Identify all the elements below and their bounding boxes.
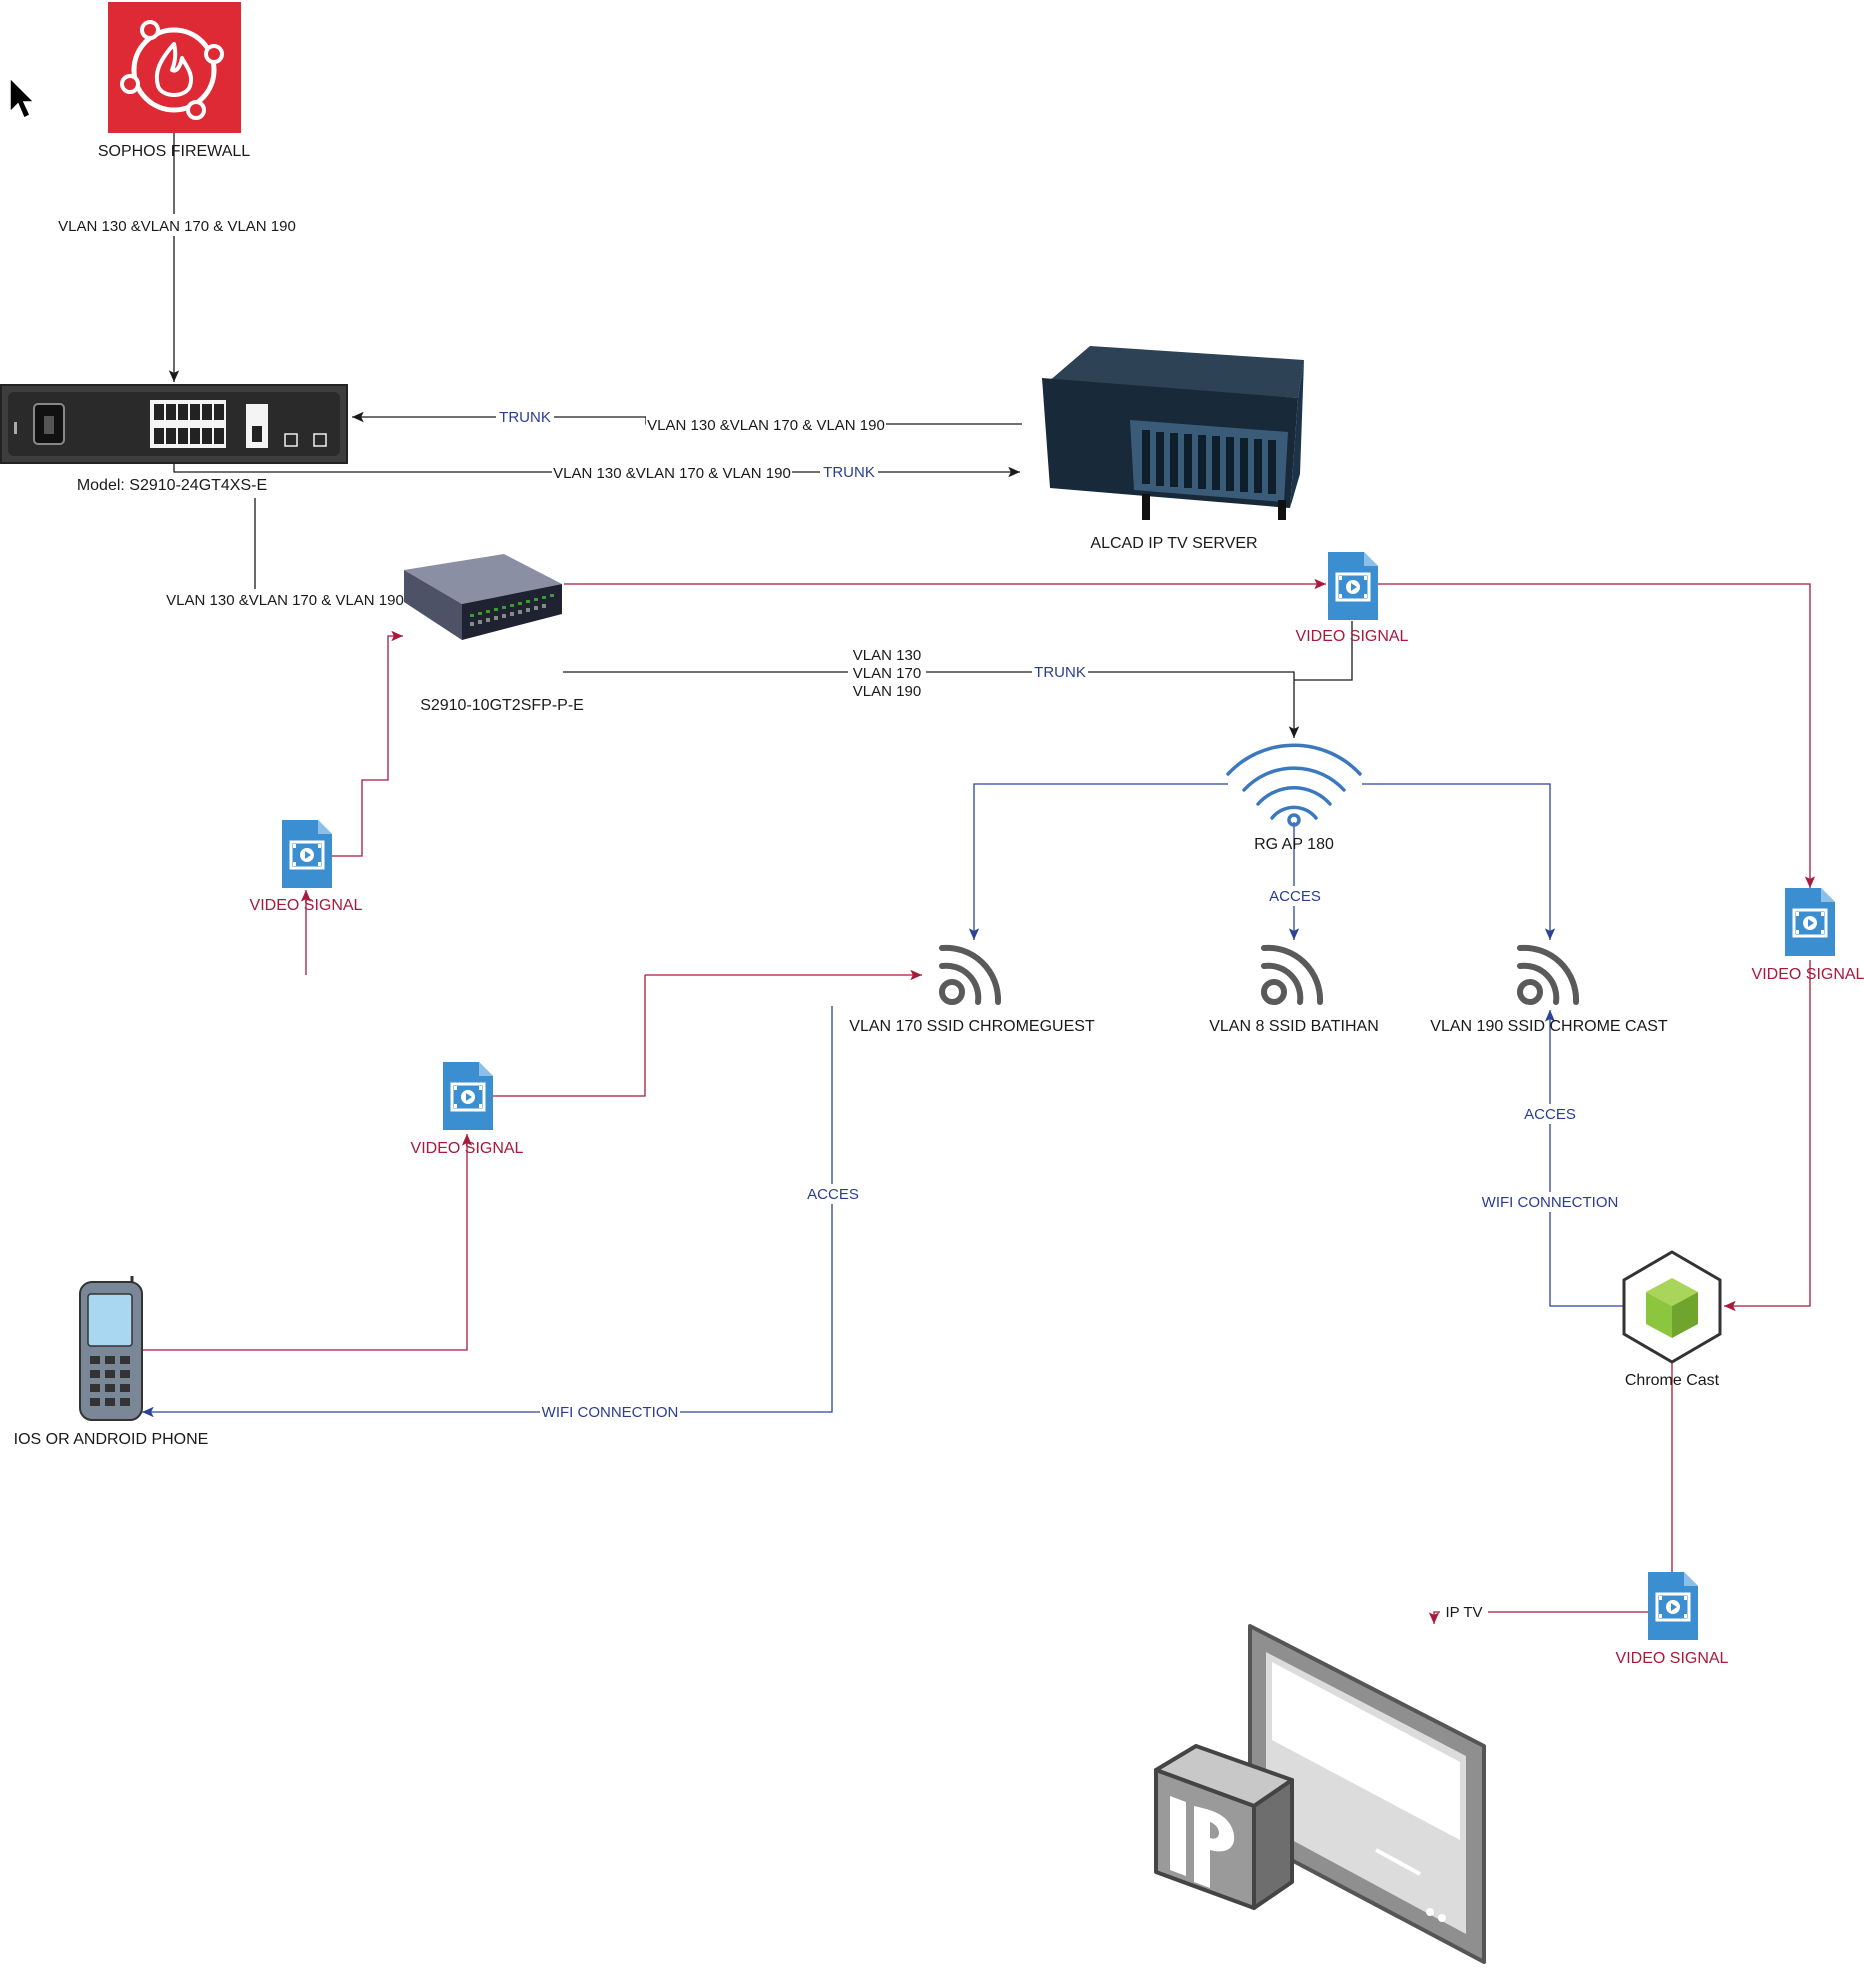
core-switch-icon bbox=[0, 384, 348, 464]
svg-text:VIDEO SIGNAL: VIDEO SIGNAL bbox=[1296, 628, 1409, 645]
ssid-icon bbox=[1517, 944, 1580, 1005]
ssid-chromecast-node[interactable]: VLAN 190 SSID CHROME CAST bbox=[1430, 944, 1668, 1035]
ip-tv-node[interactable] bbox=[1154, 1624, 1486, 1964]
core-switch-node[interactable]: Model: S2910-24GT4XS-E bbox=[0, 384, 348, 494]
firewall-label: SOPHOS FIREWALL bbox=[98, 143, 250, 160]
phone-icon bbox=[79, 1276, 143, 1421]
svg-text:VLAN 130: VLAN 130 bbox=[853, 647, 921, 664]
svg-text:VLAN 190: VLAN 190 bbox=[853, 683, 921, 700]
svg-text:VLAN 130 &VLAN 170 & VLAN 190: VLAN 130 &VLAN 170 & VLAN 190 bbox=[166, 592, 404, 609]
phone-node[interactable]: IOS OR ANDROID PHONE bbox=[14, 1276, 209, 1448]
server-node[interactable]: ALCAD IP TV SERVER bbox=[1042, 346, 1304, 552]
video-file-icon bbox=[1646, 1570, 1700, 1642]
svg-text:VLAN 170: VLAN 170 bbox=[853, 665, 921, 682]
svg-text:VLAN 130 &VLAN 170 & VLAN 190: VLAN 130 &VLAN 170 & VLAN 190 bbox=[553, 465, 791, 482]
svg-text:IP TV: IP TV bbox=[1446, 1604, 1483, 1621]
edge-label-server-core: TRUNK VLAN 130 &VLAN 170 & VLAN 190 bbox=[496, 406, 886, 436]
video-signal-top[interactable]: VIDEO SIGNAL bbox=[1296, 550, 1409, 645]
ssid-icon bbox=[1261, 944, 1324, 1005]
edge-label-chromecast: ACCES WIFI CONNECTION bbox=[1480, 1104, 1620, 1212]
svg-text:WIFI CONNECTION: WIFI CONNECTION bbox=[542, 1404, 679, 1421]
video-links bbox=[142, 578, 1816, 1624]
firewall-node[interactable]: SOPHOS FIREWALL bbox=[98, 2, 250, 160]
chromecast-icon bbox=[1622, 1250, 1722, 1364]
edge-label-ap-batihan: ACCES bbox=[1266, 886, 1324, 906]
edge-label-phone-guest: ACCES WIFI CONNECTION bbox=[540, 1184, 862, 1422]
server-icon bbox=[1042, 346, 1304, 520]
ssid-guest-label: VLAN 170 SSID CHROMEGUEST bbox=[849, 1018, 1095, 1035]
video-signal-bottom[interactable]: VIDEO SIGNAL bbox=[1616, 1570, 1729, 1667]
svg-text:ACCES: ACCES bbox=[1524, 1106, 1576, 1123]
phone-label: IOS OR ANDROID PHONE bbox=[14, 1431, 209, 1448]
firewall-icon bbox=[108, 2, 241, 133]
access-switch-label: S2910-10GT2SFP-P-E bbox=[420, 697, 584, 714]
ip-tv-icon bbox=[1154, 1624, 1486, 1964]
svg-text:VLAN 130 &VLAN 170 & VLAN 190: VLAN 130 &VLAN 170 & VLAN 190 bbox=[647, 417, 885, 434]
edge-label-fw-core: VLAN 130 &VLAN 170 & VLAN 190 bbox=[56, 214, 296, 236]
ssid-chromecast-label: VLAN 190 SSID CHROME CAST bbox=[1430, 1018, 1668, 1035]
video-file-icon bbox=[1326, 550, 1380, 622]
video-file-icon bbox=[441, 1060, 495, 1132]
svg-text:ACCES: ACCES bbox=[807, 1186, 859, 1203]
video-signal-mid[interactable]: VIDEO SIGNAL bbox=[411, 1060, 524, 1157]
svg-text:ACCES: ACCES bbox=[1269, 888, 1321, 905]
edge-label-access-ap: VLAN 130 VLAN 170 VLAN 190 TRUNK bbox=[848, 646, 1088, 700]
core-switch-label: Model: S2910-24GT4XS-E bbox=[77, 477, 267, 494]
edge-label-core-server: VLAN 130 &VLAN 170 & VLAN 190 TRUNK bbox=[552, 462, 878, 484]
svg-text:TRUNK: TRUNK bbox=[499, 409, 551, 426]
video-signal-right[interactable]: VIDEO SIGNAL bbox=[1752, 886, 1864, 983]
chromecast-label: Chrome Cast bbox=[1625, 1372, 1720, 1389]
video-signal-left[interactable]: VIDEO SIGNAL bbox=[250, 818, 363, 914]
access-switch-icon bbox=[404, 554, 562, 640]
access-point-icon bbox=[1226, 743, 1362, 827]
svg-text:WIFI CONNECTION: WIFI CONNECTION bbox=[1482, 1194, 1619, 1211]
svg-text:VLAN 130 &VLAN 170 & VLAN 190: VLAN 130 &VLAN 170 & VLAN 190 bbox=[58, 218, 296, 235]
svg-text:VIDEO SIGNAL: VIDEO SIGNAL bbox=[1616, 1650, 1729, 1667]
access-point-node[interactable]: RG AP 180 bbox=[1226, 743, 1362, 853]
wifi-links bbox=[142, 783, 1624, 1418]
ssid-batihan-label: VLAN 8 SSID BATIHAN bbox=[1209, 1018, 1379, 1035]
video-file-icon bbox=[280, 818, 334, 890]
server-label: ALCAD IP TV SERVER bbox=[1090, 535, 1257, 552]
svg-text:TRUNK: TRUNK bbox=[823, 464, 875, 481]
ssid-guest-node[interactable]: VLAN 170 SSID CHROMEGUEST bbox=[849, 944, 1095, 1035]
access-point-label: RG AP 180 bbox=[1254, 836, 1334, 853]
ssid-batihan-node[interactable]: VLAN 8 SSID BATIHAN bbox=[1209, 944, 1379, 1035]
edge-label-core-access: VLAN 130 &VLAN 170 & VLAN 190 bbox=[166, 589, 404, 611]
svg-text:TRUNK: TRUNK bbox=[1034, 664, 1086, 681]
svg-text:VIDEO SIGNAL: VIDEO SIGNAL bbox=[411, 1140, 524, 1157]
svg-text:VIDEO SIGNAL: VIDEO SIGNAL bbox=[1752, 966, 1864, 983]
video-file-icon bbox=[1783, 886, 1837, 958]
edge-label-iptv: IP TV bbox=[1440, 1602, 1488, 1622]
chromecast-node[interactable]: Chrome Cast bbox=[1622, 1250, 1722, 1389]
svg-text:VIDEO SIGNAL: VIDEO SIGNAL bbox=[250, 897, 363, 914]
mouse-pointer-icon bbox=[9, 76, 36, 120]
ssid-icon bbox=[939, 944, 1002, 1005]
access-switch-node[interactable]: S2910-10GT2SFP-P-E bbox=[404, 554, 584, 714]
